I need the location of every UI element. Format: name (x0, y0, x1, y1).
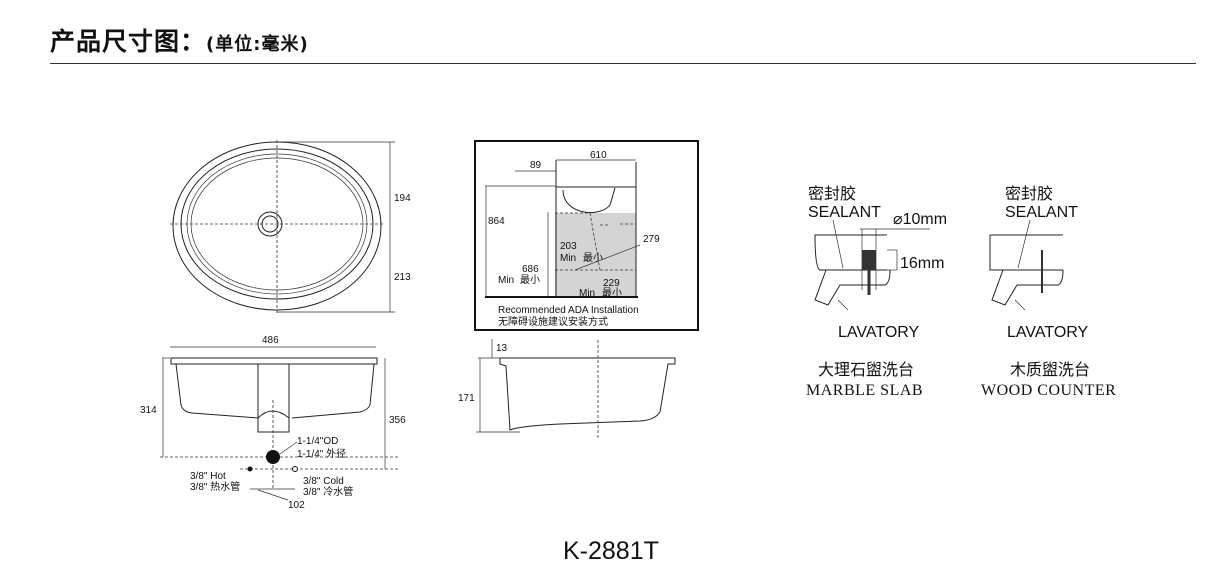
marble-slab-cn: 大理石盥洗台 (818, 361, 914, 379)
side-view: 13 171 (458, 339, 676, 440)
dim-486: 486 (262, 335, 279, 346)
page-title: 产品尺寸图：(单位:毫米) (50, 22, 309, 58)
top-view: 194 213 (170, 140, 411, 315)
detail-wood-counter: 密封胶 SEALANT LAVATORY 木质盥洗台 WOOD COUNTER (981, 185, 1116, 399)
dim-314: 314 (140, 405, 157, 416)
depth-label: 16mm (900, 255, 944, 272)
drain-outlet-icon (266, 450, 280, 464)
sealant-label-cn: 密封胶 (1005, 185, 1053, 203)
min-cn: 最小 (583, 252, 603, 264)
wood-counter-cn: 木质盥洗台 (1010, 361, 1090, 379)
dim-89: 89 (530, 160, 542, 171)
dim-213: 213 (394, 272, 411, 283)
hot-label-en: 3/8" Hot (190, 471, 226, 482)
drain-label-cn: 1-1/4" 外径 (297, 447, 346, 460)
min-cn: 最小 (602, 287, 622, 299)
header-divider (50, 63, 1196, 64)
dim-279: 279 (643, 234, 660, 245)
front-view: 486 314 356 1-1/4"OD 1-1/4" 外径 3/8" Hot … (140, 335, 406, 511)
lavatory-label: LAVATORY (1007, 324, 1089, 341)
dim-13: 13 (496, 343, 508, 354)
ada-caption-cn: 无障碍设施建议安装方式 (498, 315, 608, 328)
dim-229: 229 (603, 278, 620, 289)
dia-label: ⌀10mm (893, 211, 947, 228)
cold-label-en: 3/8" Cold (303, 476, 344, 487)
min-label: Min (579, 288, 595, 299)
model-number: K-2881T (563, 537, 659, 565)
ada-caption-en: Recommended ADA Installation (498, 305, 639, 316)
ada-installation: 89 610 864 203 Min 最小 279 686 Min 最小 229… (474, 140, 699, 331)
sealant-label-en: SEALANT (808, 204, 881, 221)
dim-194: 194 (394, 193, 411, 204)
drain-icon (257, 211, 283, 237)
dim-203: 203 (560, 241, 577, 252)
dim-864: 864 (488, 216, 505, 227)
sealant-label-cn: 密封胶 (808, 185, 856, 203)
dim-356: 356 (389, 415, 406, 426)
drain-label-en: 1-1/4"OD (297, 436, 338, 447)
wood-counter-en: WOOD COUNTER (981, 382, 1116, 399)
min-label: Min (560, 253, 576, 264)
dim-171: 171 (458, 393, 475, 404)
cold-label-cn: 3/8" 冷水管 (303, 485, 353, 498)
sealant-label-en: SEALANT (1005, 204, 1078, 221)
hot-label-cn: 3/8" 热水管 (190, 480, 240, 493)
cold-supply-icon (292, 466, 298, 472)
marble-slab-en: MARBLE SLAB (806, 382, 923, 399)
title-text: 产品尺寸图： (50, 27, 207, 56)
detail-marble-slab: 密封胶 SEALANT ⌀10mm 16mm LAVATORY 大理石盥洗台 M… (806, 185, 947, 399)
dim-102: 102 (288, 500, 305, 511)
min-cn: 最小 (520, 274, 540, 286)
hot-supply-icon (247, 466, 253, 472)
unit-label: (单位:毫米) (206, 34, 309, 55)
anchor-icon (862, 250, 876, 270)
lavatory-label: LAVATORY (838, 324, 920, 341)
dim-686: 686 (522, 264, 539, 275)
dim-610: 610 (590, 150, 607, 161)
min-label: Min (498, 275, 514, 286)
